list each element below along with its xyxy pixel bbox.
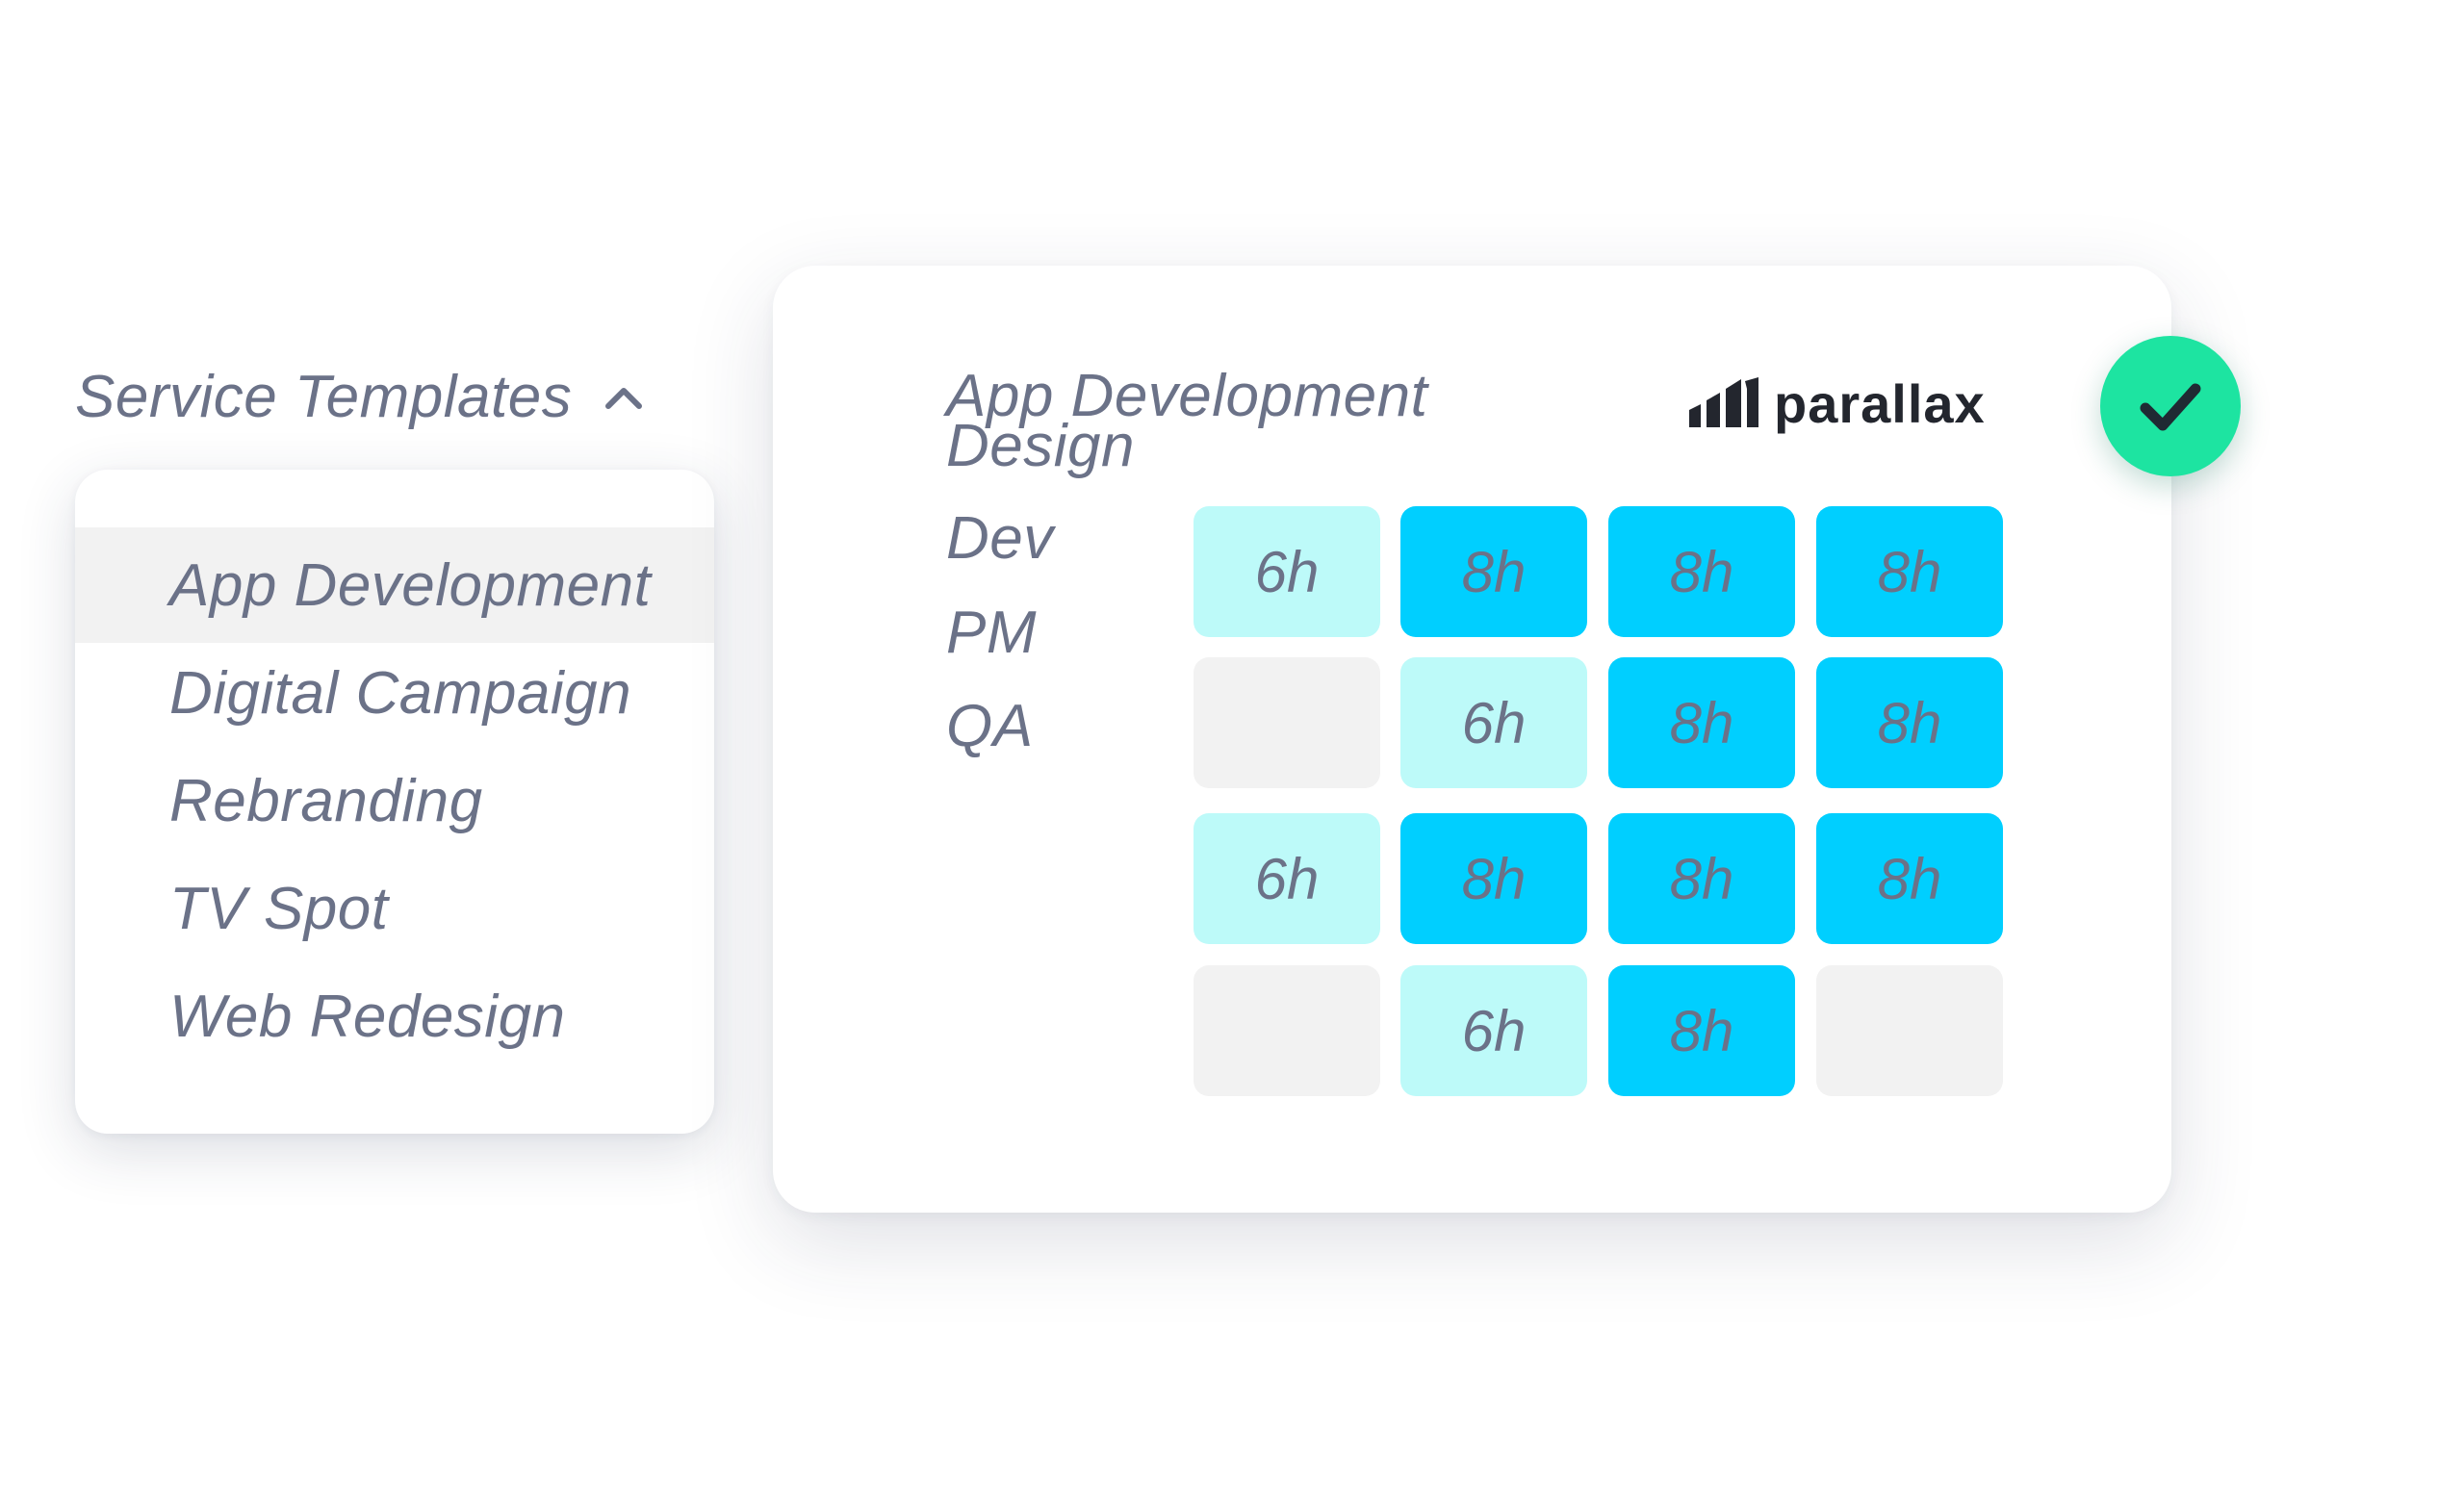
brand: parallax (1687, 370, 1986, 437)
hours-cell[interactable]: 8h (1816, 813, 2003, 944)
check-icon (2140, 383, 2201, 431)
hours-cell[interactable] (1194, 657, 1380, 788)
hours-cell[interactable]: 8h (1608, 657, 1795, 788)
menu-item-rebranding[interactable]: Rebranding (169, 767, 483, 834)
menu-item-digital-campaign[interactable]: Digital Campaign (169, 659, 632, 727)
hours-cell[interactable]: 6h (1194, 813, 1380, 944)
hours-cell[interactable]: 8h (1400, 506, 1587, 637)
brand-name: parallax (1774, 372, 1986, 434)
card-title: App Development (946, 363, 1428, 429)
row-label-pm: PM (946, 600, 1037, 666)
hours-cell[interactable] (1816, 965, 2003, 1096)
menu-item-tv-spot[interactable]: TV Spot (169, 875, 389, 942)
service-templates-toggle[interactable]: Service Templates (75, 358, 653, 435)
hours-cell[interactable]: 6h (1194, 506, 1380, 637)
service-templates-title: Service Templates (75, 363, 573, 430)
hours-cell[interactable]: 6h (1400, 965, 1587, 1096)
hours-cell[interactable] (1194, 965, 1380, 1096)
menu-item-web-redesign[interactable]: Web Redesign (169, 983, 566, 1050)
parallax-logo-icon (1689, 377, 1758, 427)
hours-cell[interactable]: 8h (1608, 813, 1795, 944)
row-label-qa: QA (946, 693, 1034, 759)
row-label-dev: Dev (946, 505, 1054, 572)
hours-cell[interactable]: 8h (1400, 813, 1587, 944)
chevron-up-icon[interactable] (595, 370, 653, 427)
template-card: App Development parallax Design Dev PM Q… (773, 266, 2171, 1213)
service-templates-menu: App Development Digital Campaign Rebrand… (75, 470, 714, 1134)
hours-cell[interactable]: 8h (1816, 506, 2003, 637)
hours-cell[interactable]: 6h (1400, 657, 1587, 788)
hours-cell[interactable]: 8h (1816, 657, 2003, 788)
confirm-button[interactable] (2100, 336, 2241, 476)
menu-item-app-development[interactable]: App Development (75, 527, 714, 643)
hours-cell[interactable]: 8h (1608, 965, 1795, 1096)
hours-cell[interactable]: 8h (1608, 506, 1795, 637)
row-label-design: Design (946, 413, 1135, 479)
